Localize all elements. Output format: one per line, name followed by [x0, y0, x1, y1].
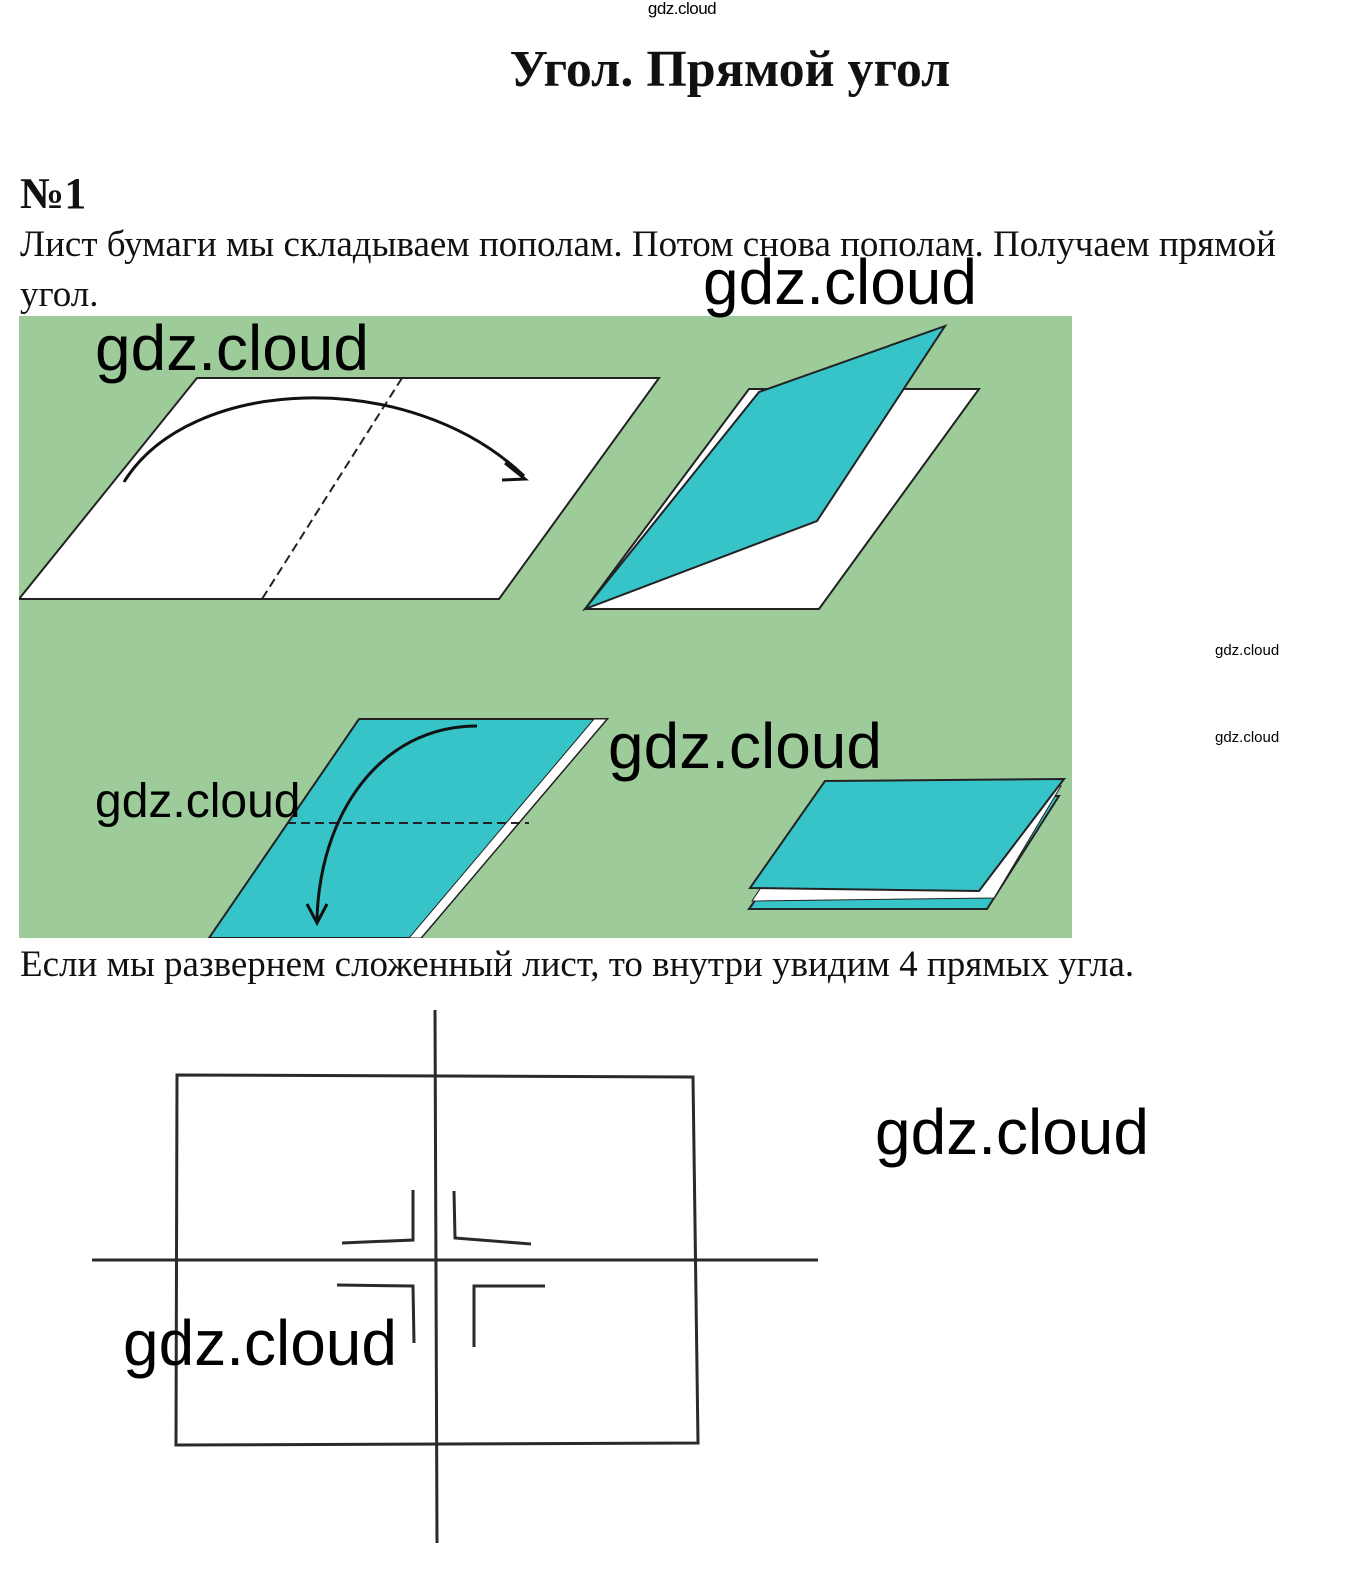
- page-title: Угол. Прямой угол: [509, 41, 951, 98]
- watermark-3: gdz.cloud: [1215, 642, 1280, 659]
- curved-arrow-icon-2: [315, 724, 478, 922]
- watermark-1: gdz.cloud: [703, 246, 977, 318]
- watermark-8: gdz.cloud: [123, 1307, 397, 1379]
- watermark-5: gdz.cloud: [608, 710, 882, 782]
- right-angle-mark-top-left: [341, 1190, 415, 1245]
- right-angle-mark-top-right: [452, 1190, 532, 1246]
- vertical-fold-line: [433, 1009, 439, 1544]
- right-angle-mark-bottom-right: [472, 1284, 545, 1347]
- curved-arrow-icon: [122, 396, 526, 483]
- unfolded-sheet-svg: [92, 1009, 818, 1544]
- unfolded-sheet-diagram: [80, 1005, 830, 1550]
- task-number: №1: [20, 169, 87, 218]
- watermark-4: gdz.cloud: [1215, 729, 1280, 746]
- sheet-outline: [174, 1073, 700, 1447]
- arrow-head-1: [501, 461, 530, 482]
- task-paragraph-1: Лист бумаги мы складываем пополам. Потом…: [20, 224, 1276, 315]
- fold-line-1: [261, 377, 403, 600]
- folded-sheet: [207, 718, 610, 938]
- twice-folded-sheet-front: [748, 777, 1067, 893]
- folded-sheet-edge: [408, 718, 609, 938]
- folding-illustration: [19, 316, 1072, 938]
- right-angle-mark-bottom-left: [336, 1283, 416, 1344]
- watermark-6: gdz.cloud: [95, 775, 301, 828]
- watermark-2: gdz.cloud: [95, 312, 369, 384]
- top-watermark: gdz.cloud: [647, 0, 717, 18]
- watermark-7: gdz.cloud: [875, 1096, 1149, 1168]
- half-folded-sheet-flap: [581, 324, 948, 612]
- arrow-head-2: [305, 903, 329, 927]
- flat-sheet: [19, 377, 661, 600]
- task-paragraph-2: Если мы развернем сложенный лист, то вну…: [20, 944, 1135, 985]
- folding-illustration-svg: [19, 316, 1072, 938]
